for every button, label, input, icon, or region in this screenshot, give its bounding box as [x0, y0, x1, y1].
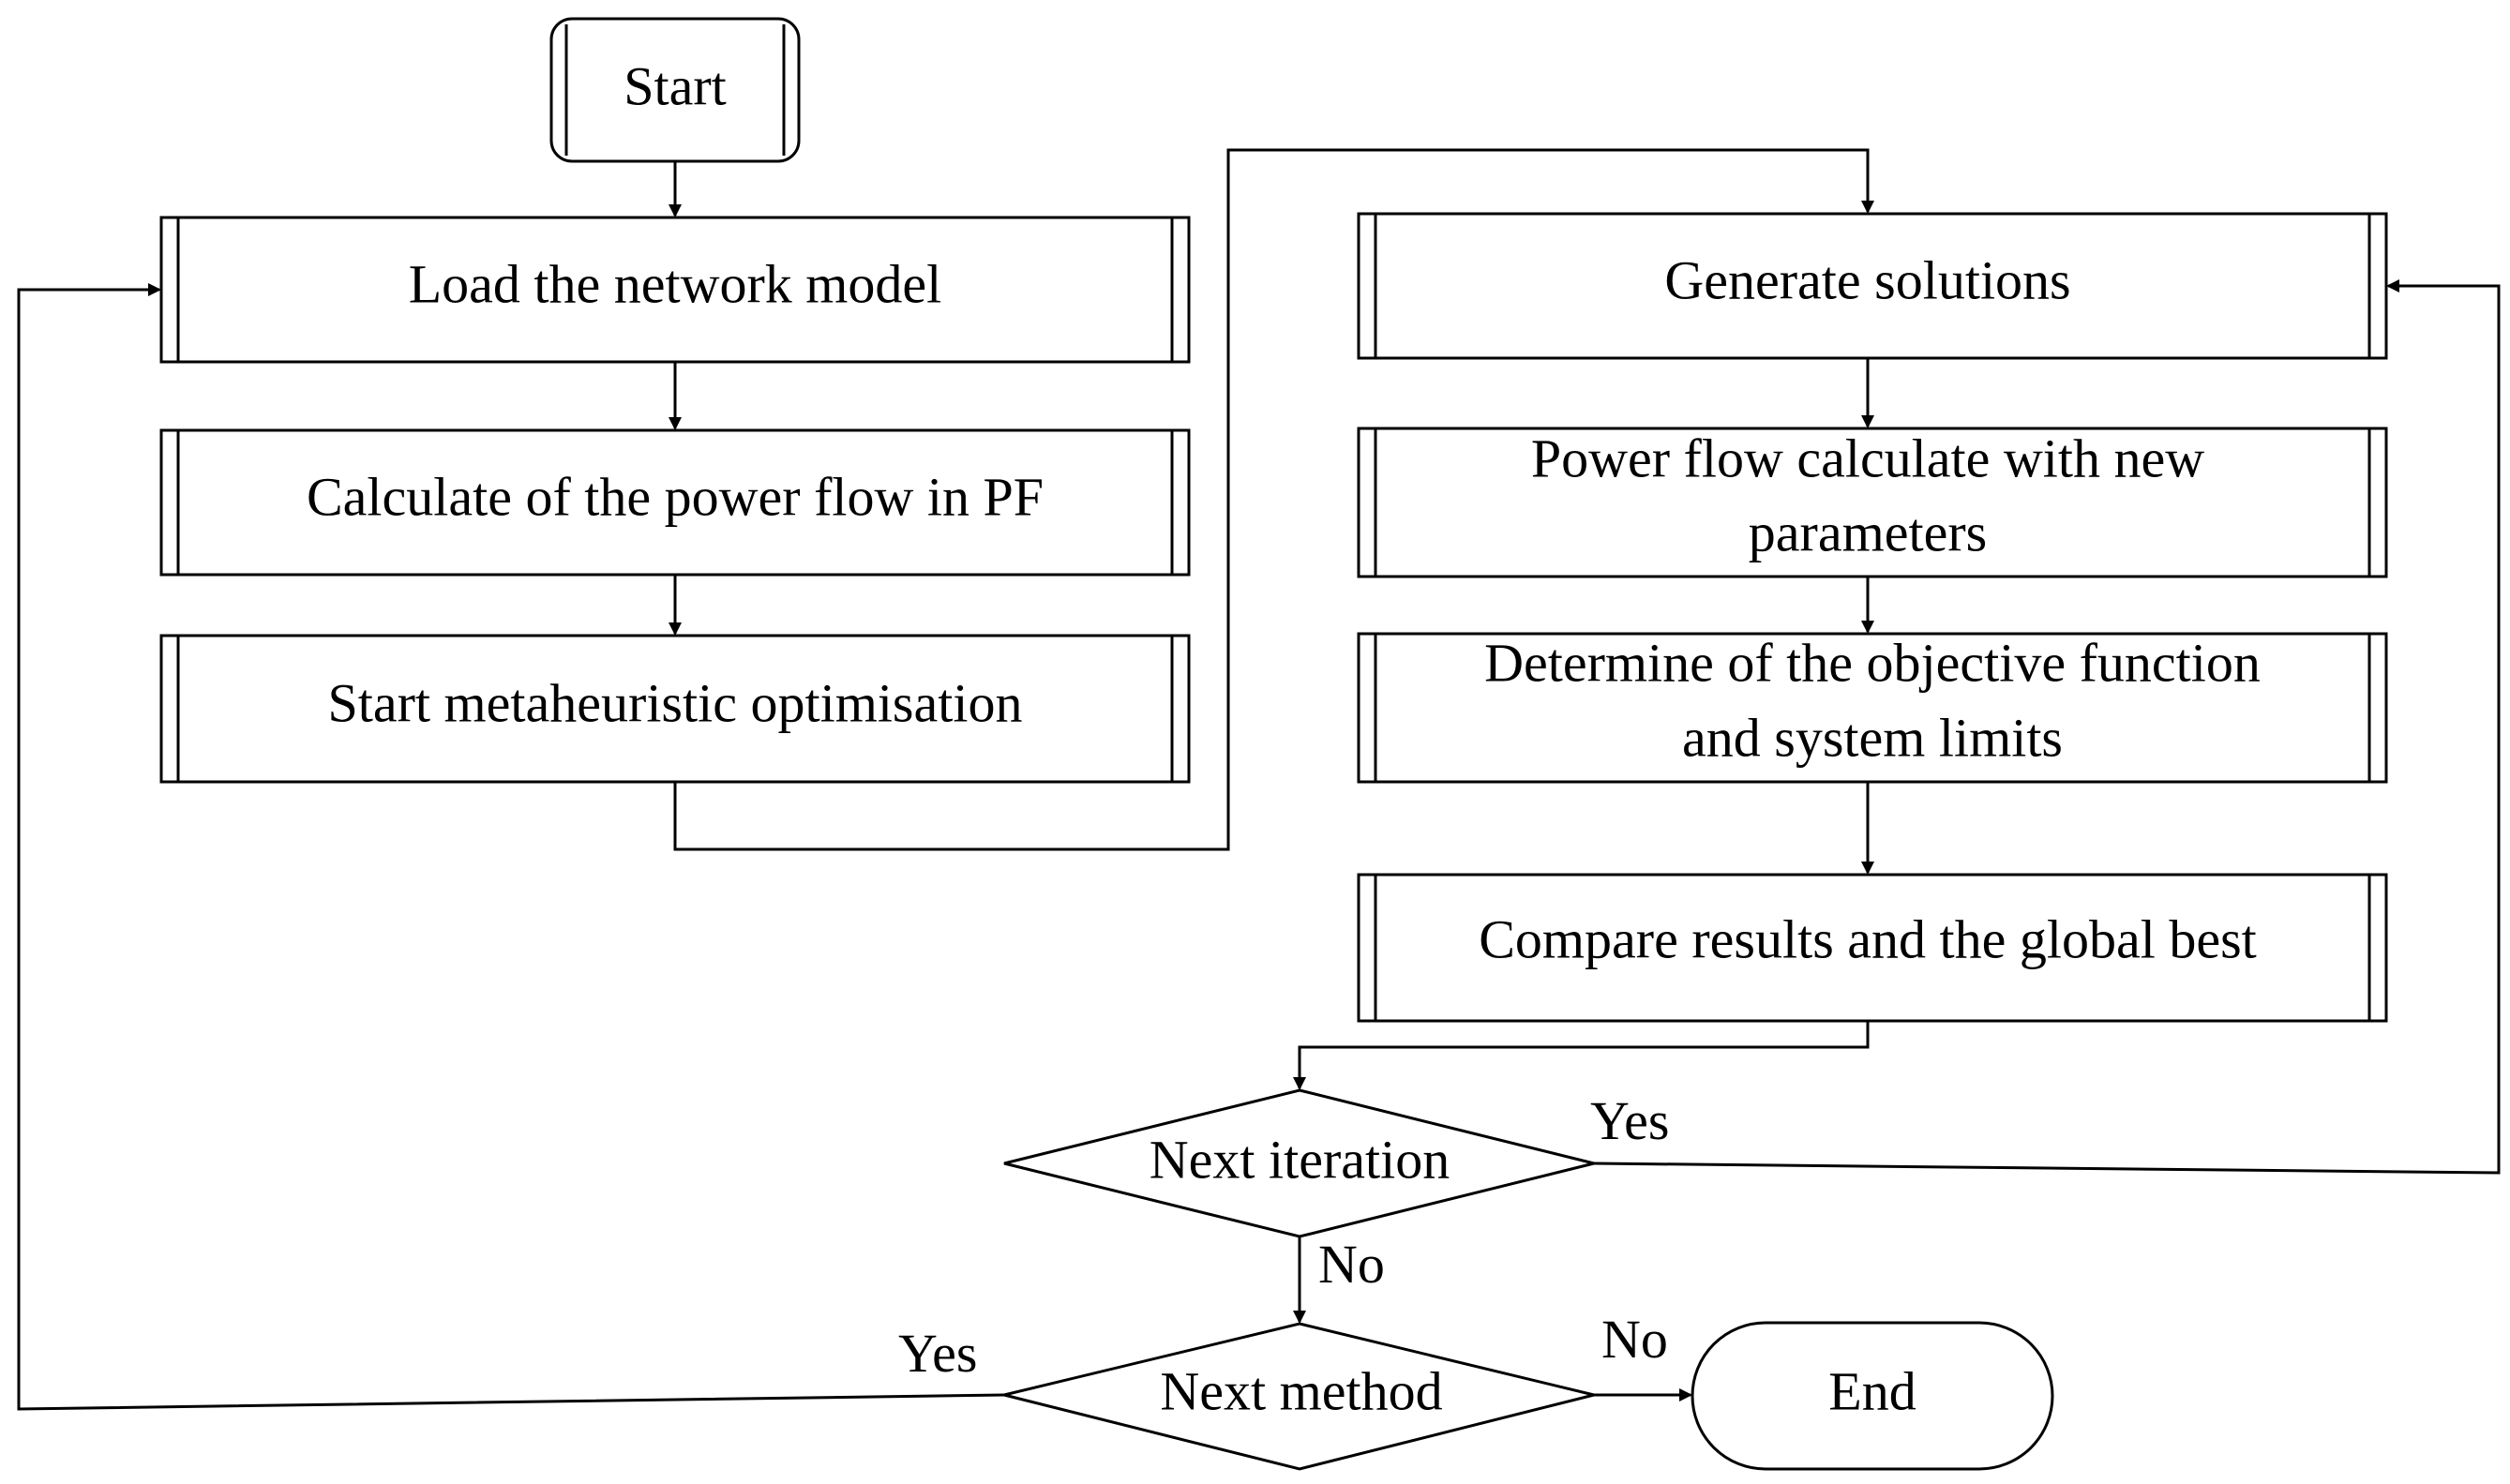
end-label: End — [1828, 1360, 1916, 1421]
start-node: Start — [549, 17, 801, 163]
method-no-label: No — [1601, 1309, 1668, 1370]
calc-power-flow-label: Calculate of the power flow in PF — [307, 466, 1044, 527]
load-network-node: Load the network model — [159, 216, 1191, 364]
generate-solutions-node: Generate solutions — [1357, 212, 2388, 360]
end-node: End — [1691, 1321, 2054, 1471]
determine-objective-node: Determine of the objective function and … — [1357, 632, 2388, 784]
start-optimisation-label: Start metaheuristic optimisation — [328, 672, 1023, 733]
connector-optimisation-to-generate — [673, 148, 1874, 851]
calc-power-flow-node: Calculate of the power flow in PF — [159, 428, 1191, 577]
next-method-decision: Next method — [1003, 1322, 1595, 1471]
iteration-yes-label: Yes — [1590, 1090, 1669, 1151]
method-yes-label: Yes — [898, 1323, 977, 1384]
connector-method-yes-to-load — [17, 283, 1005, 1411]
connector-iteration-yes-to-generate — [1593, 279, 2501, 1175]
compare-results-label: Compare results and the global best — [1479, 908, 2257, 969]
compare-results-node: Compare results and the global best — [1357, 873, 2388, 1023]
start-optimisation-node: Start metaheuristic optimisation — [159, 634, 1191, 784]
determine-objective-line-2: and system limits — [1682, 707, 2063, 768]
connector-compare-to-iteration — [1293, 1021, 1870, 1090]
next-iteration-label: Next iteration — [1150, 1129, 1450, 1190]
power-flow-new-node: Power flow calculate with new parameters — [1357, 427, 2388, 578]
power-flow-new-line-2: parameters — [1749, 502, 1987, 562]
next-method-label: Next method — [1160, 1360, 1442, 1421]
iteration-no-label: No — [1318, 1234, 1385, 1295]
load-network-label: Load the network model — [409, 253, 942, 314]
power-flow-new-line-1: Power flow calculate with new — [1531, 427, 2204, 488]
determine-objective-line-1: Determine of the objective function — [1484, 632, 2261, 693]
start-label: Start — [624, 55, 727, 116]
next-iteration-decision: Next iteration — [1003, 1088, 1595, 1238]
generate-solutions-label: Generate solutions — [1664, 249, 2070, 310]
